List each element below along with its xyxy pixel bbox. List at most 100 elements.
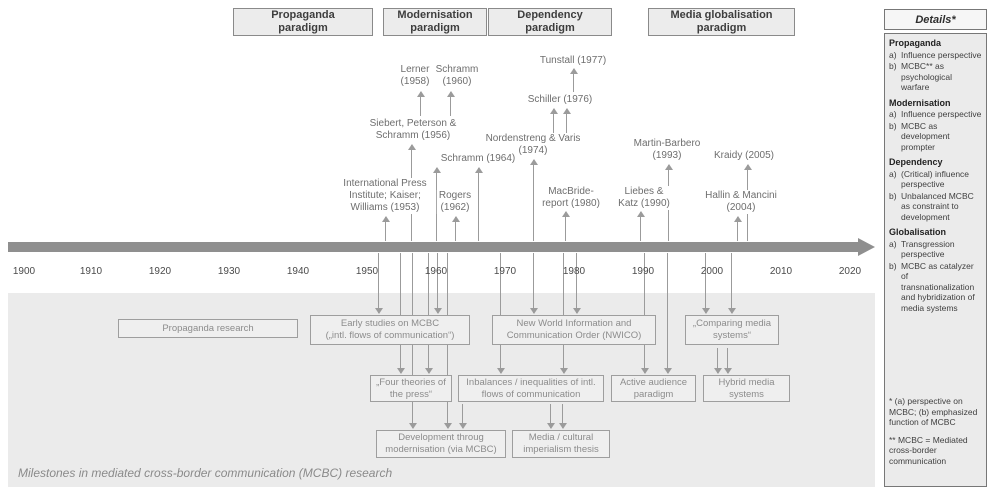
connector-arrow-down xyxy=(425,253,433,374)
details-item: a) (Critical) influence perspective xyxy=(889,169,982,190)
connector-arrow-down xyxy=(547,404,555,429)
event-label-liebes-katz-1990: Liebes & Katz (1990) xyxy=(616,186,672,210)
connector-arrow-up xyxy=(475,167,483,241)
connector-arrow-up xyxy=(562,211,570,241)
details-item-marker: b) xyxy=(889,190,897,201)
paradigm-box-media-globalisation: Media globalisation paradigm xyxy=(648,8,795,36)
details-item-text: MCBC as development prompter xyxy=(901,120,950,152)
event-label-schramm-1964: Schramm (1964) xyxy=(438,153,518,165)
connector-arrow-down xyxy=(375,253,383,314)
details-item-text: MCBC as catalyzer of transnationalizatio… xyxy=(901,260,975,313)
connector-arrow-up xyxy=(563,108,571,133)
details-item: b) MCBC** as psychological warfare xyxy=(889,61,982,93)
year-label: 1940 xyxy=(286,266,310,277)
event-label-schiller-1976: Schiller (1976) xyxy=(525,94,595,106)
year-label: 1950 xyxy=(355,266,379,277)
details-footnotes: * (a) perspective on MCBC; (b) emphasize… xyxy=(889,396,982,480)
details-item: a) Transgression perspective xyxy=(889,239,982,260)
year-label: 1930 xyxy=(217,266,241,277)
year-label: 2010 xyxy=(769,266,793,277)
milestone-box-development-modernisation: Development throug modernisation (via MC… xyxy=(376,430,506,458)
details-item: b) MCBC as catalyzer of transnationaliza… xyxy=(889,261,982,314)
details-heading: Modernisation xyxy=(889,97,951,108)
connector-arrow-down xyxy=(497,253,505,374)
event-label-kraidy-2005: Kraidy (2005) xyxy=(711,150,777,162)
year-label: 1910 xyxy=(79,266,103,277)
details-item-text: Unbalanced MCBC as constraint to develop… xyxy=(901,190,974,222)
details-item-marker: a) xyxy=(889,168,897,179)
event-label-hallin-mancini-2004: Hallin & Mancini (2004) xyxy=(703,190,779,214)
details-section-dependency: Dependency a) (Critical) influence persp… xyxy=(889,153,982,223)
connector-arrow-down xyxy=(560,253,568,374)
milestone-box-media-cultural-imperialism: Media / cultural imperialism thesis xyxy=(512,430,610,458)
details-item-marker: a) xyxy=(889,109,897,119)
event-label-macbride-report-1980: MacBride- report (1980) xyxy=(540,186,602,210)
timeline-arrowhead-icon xyxy=(858,238,875,256)
year-label: 2020 xyxy=(838,266,862,277)
event-label-rogers-1962: Rogers (1962) xyxy=(436,190,474,214)
paradigm-box-dependency: Dependency paradigm xyxy=(488,8,612,36)
event-label-schramm-1960: Schramm (1960) xyxy=(433,64,481,88)
details-item: b) MCBC as development prompter xyxy=(889,121,982,153)
year-label: 1980 xyxy=(562,266,586,277)
connector-arrow-up xyxy=(417,91,425,116)
connector-arrow-up xyxy=(530,159,538,241)
connector-arrow-up xyxy=(570,68,578,92)
details-item-marker: b) xyxy=(889,61,897,71)
connector-arrow-down xyxy=(434,253,442,314)
details-item-marker: b) xyxy=(889,120,897,131)
timeline-band xyxy=(8,242,859,252)
details-item-text: MCBC** as psychological warfare xyxy=(901,61,953,92)
milestone-box-nwico: New World Information and Communication … xyxy=(492,315,656,345)
milestone-box-early-studies-mcbc: Early studies on MCBC („intl. flows of c… xyxy=(310,315,470,345)
details-item: b) Unbalanced MCBC as constraint to deve… xyxy=(889,191,982,223)
details-item-text: (Critical) influence perspective xyxy=(901,168,970,190)
year-label: 1960 xyxy=(424,266,448,277)
milestone-box-comparing-media-systems: „Comparing media systems“ xyxy=(685,315,779,345)
details-section-globalisation: Globalisation a) Transgression perspecti… xyxy=(889,223,982,314)
details-panel: Propaganda a) Influence perspective b) M… xyxy=(884,33,987,487)
event-label-siebert-peterson-schramm-1956: Siebert, Peterson & Schramm (1956) xyxy=(367,118,459,142)
year-label: 1900 xyxy=(12,266,36,277)
details-section-modernisation: Modernisation a) Influence perspective b… xyxy=(889,94,982,154)
connector-arrow-down xyxy=(559,404,567,429)
milestone-box-inbalances-flows: Inbalances / inequalities of intl. flows… xyxy=(458,375,604,402)
details-heading: Dependency xyxy=(889,157,943,167)
connector-arrow-down xyxy=(702,253,710,314)
connector-arrow-up xyxy=(550,108,558,133)
details-footnote: ** MCBC = Mediated cross-border communic… xyxy=(889,434,968,466)
connector-arrow-up xyxy=(637,211,645,241)
paradigm-box-modernisation: Modernisation paradigm xyxy=(383,8,487,36)
connector-arrow-up xyxy=(433,167,441,241)
details-footnote: * (a) perspective on MCBC; (b) emphasize… xyxy=(889,396,978,427)
milestone-box-hybrid-media-systems: Hybrid media systems xyxy=(703,375,790,402)
details-item-marker: a) xyxy=(889,238,897,249)
details-heading: Globalisation xyxy=(889,227,947,237)
details-panel-title: Details* xyxy=(884,9,987,30)
connector-arrow-down xyxy=(664,253,672,374)
event-label-international-press-institute-1953: International Press Institute; Kaiser; W… xyxy=(341,178,429,214)
year-label: 2000 xyxy=(700,266,724,277)
year-label: 1970 xyxy=(493,266,517,277)
connector-arrow-down xyxy=(714,348,722,374)
connector-arrow-up xyxy=(447,91,455,116)
event-label-nordenstreng-varis-1974: Nordenstreng & Varis (1974) xyxy=(483,133,583,157)
details-item-marker: a) xyxy=(889,49,897,60)
connector-arrow-down xyxy=(724,348,732,374)
connector-arrow-down xyxy=(397,253,405,374)
details-item: a) Influence perspective xyxy=(889,50,982,61)
connector-arrow-up xyxy=(734,216,742,241)
details-section-propaganda: Propaganda a) Influence perspective b) M… xyxy=(889,38,982,94)
event-label-martin-barbero-1993: Martin-Barbero (1993) xyxy=(631,138,703,162)
connector-arrow-up xyxy=(382,216,390,241)
milestone-box-propaganda-research: Propaganda research xyxy=(118,319,298,338)
connector-arrow-down xyxy=(459,404,467,429)
connector-arrow-down xyxy=(728,253,736,314)
event-label-lerner-1958: Lerner (1958) xyxy=(398,64,432,88)
connector-arrow-up xyxy=(452,216,460,241)
milestone-box-active-audience: Active audience paradigm xyxy=(611,375,696,402)
details-item-text: Influence perspective xyxy=(901,109,982,119)
details-item-marker: b) xyxy=(889,260,897,271)
details-item-text: Transgression perspective xyxy=(901,238,955,260)
